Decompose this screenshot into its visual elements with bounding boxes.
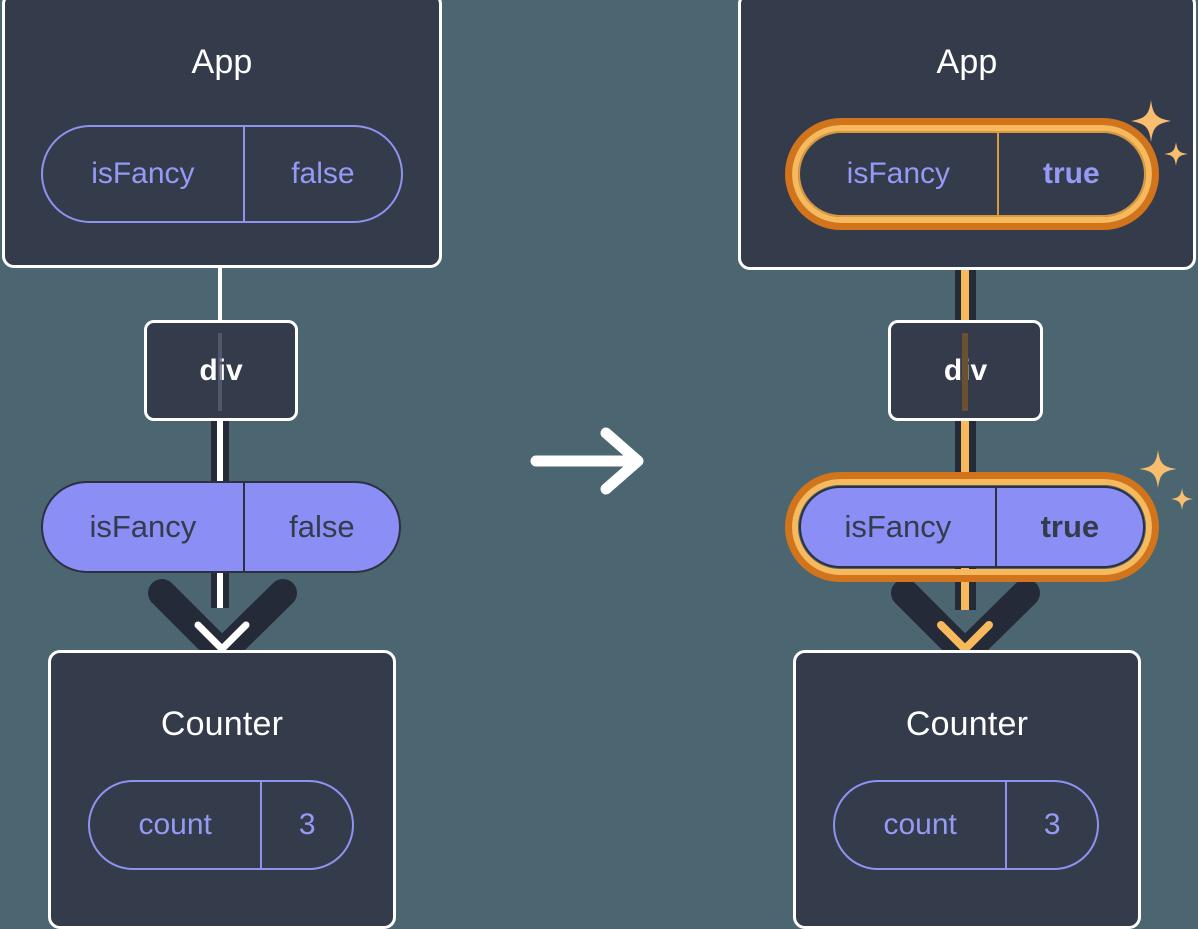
connector-div-to-pill-shadow-right-after [969,420,976,485]
sparkle-icon [1131,100,1171,142]
app-title-after: App [936,43,998,81]
counter-title-after: Counter [905,705,1029,743]
connector-div-to-pill-shadow-left-after [955,420,962,485]
connector-app-to-div-core-after [961,215,969,325]
connector-pill-to-counter-shadow-left-before [211,568,217,608]
app-prop-key-before: isFancy [43,127,245,221]
prop-pill-key-after: isFancy [801,488,997,566]
prop-pill-after[interactable]: isFancy true [799,486,1145,568]
counter-state-value-after: 3 [1043,808,1061,841]
prop-pill-value-after: true [1040,509,1100,544]
prop-pill-highlight-inner-after [792,479,1152,575]
prop-pill-key-before: isFancy [43,483,245,571]
connector-pill-to-counter-core-before [217,568,223,608]
connector-app-to-div-before [218,265,222,323]
app-prop-pill-highlight-outer-after [785,118,1159,230]
app-prop-pill-after[interactable]: isFancy true [798,131,1146,217]
app-title-before: App [191,43,253,81]
app-prop-pill-highlight-inner-after [792,125,1152,223]
connector-app-to-div-shadow-right-after [969,215,976,325]
connector-through-div-after [962,333,968,411]
counter-state-pill-after[interactable]: count 3 [833,780,1099,870]
sparkle-small-icon [1164,142,1188,166]
sparkle-icon [1139,450,1177,488]
connector-through-div-before [218,333,222,411]
app-prop-pill-before[interactable]: isFancy false [41,125,403,223]
connector-pill-to-counter-shadow-right-before [223,568,229,608]
prop-pill-value-before: false [289,509,355,544]
prop-pill-before[interactable]: isFancy false [41,481,401,573]
connector-div-to-pill-core-after [961,420,969,485]
app-prop-value-before: false [291,157,355,190]
counter-title-before: Counter [160,705,284,743]
counter-state-key-after: count [835,782,1008,868]
connector-app-to-div-shadow-left-after [955,215,962,325]
connector-pill-to-counter-shadow-right-after [969,568,976,610]
sparkle-group-app-after [1128,98,1190,182]
counter-state-pill-before[interactable]: count 3 [88,780,354,870]
connector-div-to-pill-shadow-left-before [211,420,217,485]
counter-state-value-before: 3 [298,808,316,841]
connector-pill-to-counter-core-after [961,568,969,610]
sparkle-group-prop-after [1138,448,1196,528]
sparkle-small-icon [1171,488,1193,510]
transition-arrow [528,425,650,497]
connector-div-to-pill-core-before [217,420,223,485]
connector-pill-to-counter-shadow-left-after [955,568,962,610]
prop-pill-highlight-outer-after [785,472,1159,582]
counter-state-key-before: count [90,782,263,868]
app-prop-value-after: true [1043,157,1100,190]
app-prop-key-after: isFancy [800,133,999,215]
connector-div-to-pill-shadow-right-before [223,420,229,485]
